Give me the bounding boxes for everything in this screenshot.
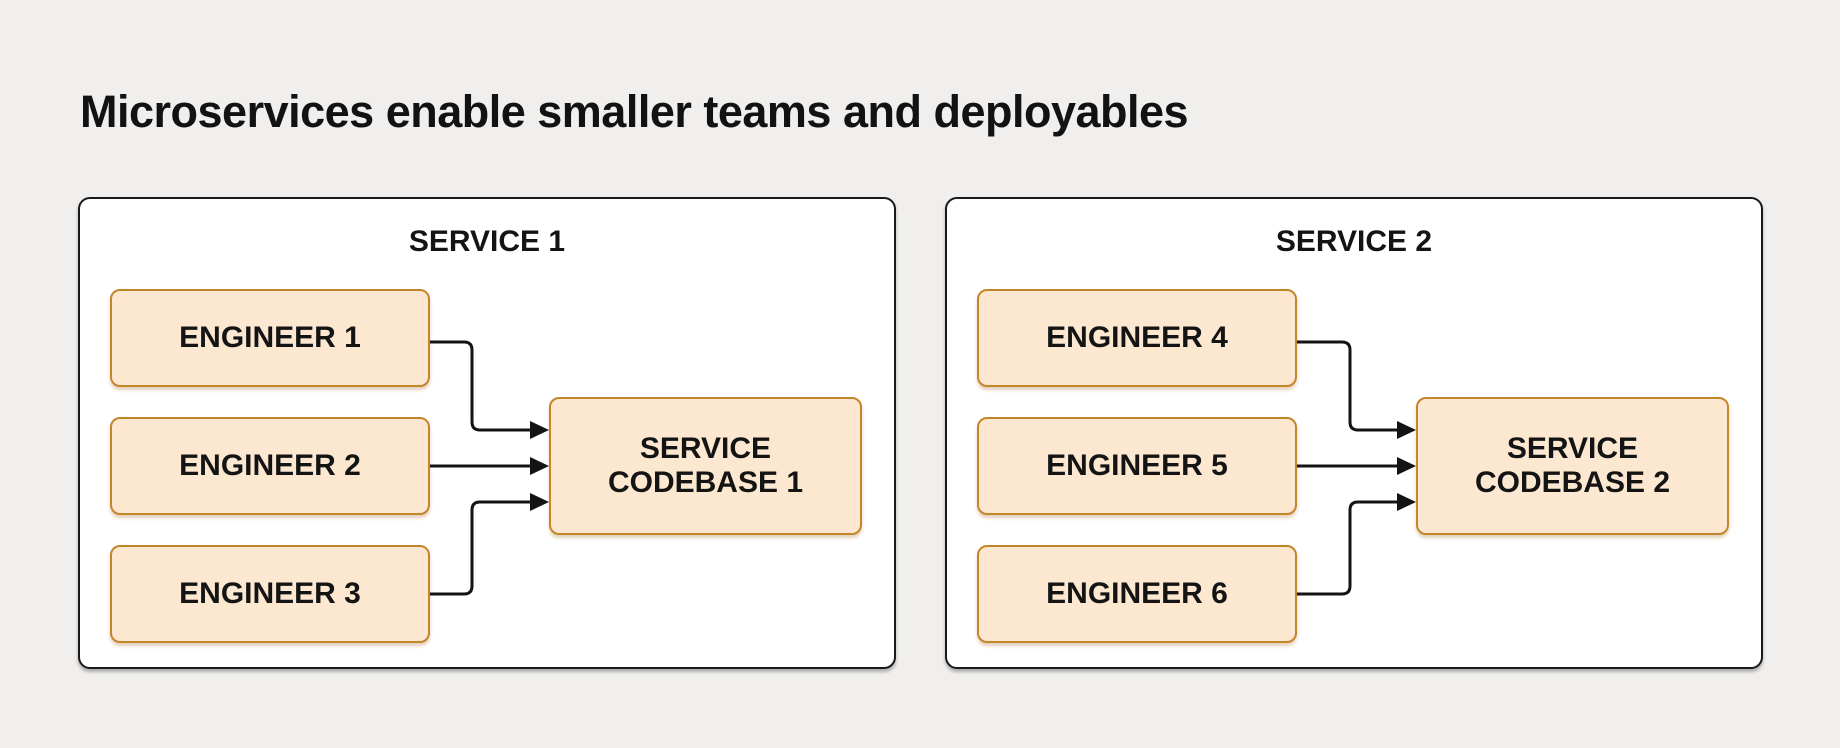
arrowhead-engineer-3 bbox=[530, 493, 549, 511]
engineer-2-label: ENGINEER 2 bbox=[179, 448, 361, 482]
service-1-title: SERVICE 1 bbox=[408, 225, 566, 258]
service-codebase-2-node: SERVICE CODEBASE 2 bbox=[1416, 397, 1729, 535]
arrowhead-engineer-6 bbox=[1397, 493, 1416, 511]
service-1-panel: SERVICE 1 ENGINEER 1 ENGINEER 2 ENGINEER… bbox=[78, 197, 896, 669]
engineer-5-node: ENGINEER 5 bbox=[977, 417, 1297, 515]
engineer-3-node: ENGINEER 3 bbox=[110, 545, 430, 643]
engineer-4-node: ENGINEER 4 bbox=[977, 289, 1297, 387]
arrowhead-engineer-4 bbox=[1397, 421, 1416, 439]
service-codebase-1-line-1: SERVICE bbox=[639, 431, 772, 465]
arrow-engineer-3-to-codebase-1 bbox=[430, 500, 531, 596]
arrowhead-engineer-1 bbox=[530, 421, 549, 439]
arrow-engineer-1-to-codebase-1 bbox=[430, 340, 531, 432]
service-2-panel: SERVICE 2 ENGINEER 4 ENGINEER 5 ENGINEER… bbox=[945, 197, 1763, 669]
engineer-6-label: ENGINEER 6 bbox=[1046, 576, 1228, 610]
engineer-2-node: ENGINEER 2 bbox=[110, 417, 430, 515]
service-codebase-2-line-1: SERVICE bbox=[1506, 431, 1639, 465]
engineer-6-node: ENGINEER 6 bbox=[977, 545, 1297, 643]
arrow-engineer-6-to-codebase-2 bbox=[1297, 500, 1398, 596]
engineer-1-label: ENGINEER 1 bbox=[179, 320, 361, 354]
service-codebase-1-line-2: CODEBASE 1 bbox=[607, 466, 804, 499]
engineer-5-label: ENGINEER 5 bbox=[1046, 448, 1228, 482]
service-2-title: SERVICE 2 bbox=[1275, 225, 1433, 258]
engineer-4-label: ENGINEER 4 bbox=[1046, 320, 1228, 354]
engineer-3-label: ENGINEER 3 bbox=[179, 576, 361, 610]
arrowhead-engineer-5 bbox=[1397, 457, 1416, 475]
service-codebase-2-line-2: CODEBASE 2 bbox=[1474, 466, 1671, 499]
arrow-engineer-4-to-codebase-2 bbox=[1297, 340, 1398, 432]
diagram-title: Microservices enable smaller teams and d… bbox=[80, 86, 1189, 137]
arrowhead-engineer-2 bbox=[530, 457, 549, 475]
engineer-1-node: ENGINEER 1 bbox=[110, 289, 430, 387]
service-codebase-1-node: SERVICE CODEBASE 1 bbox=[549, 397, 862, 535]
